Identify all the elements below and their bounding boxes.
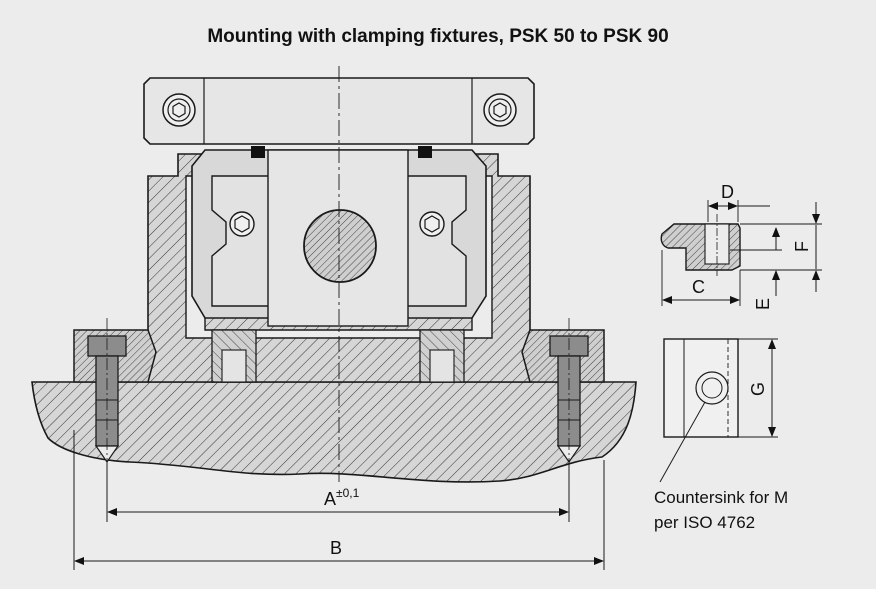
dimension-label-d: D: [721, 182, 734, 202]
countersink-outer: [695, 371, 729, 405]
socket-screw-left-icon: [229, 211, 255, 237]
note-leader-line: [659, 401, 706, 483]
dimension-label-b: B: [330, 538, 342, 558]
note-text-line2: per ISO 4762: [654, 513, 755, 532]
cover-screw-left-icon: [162, 93, 196, 127]
socket-screw-right-icon: [419, 211, 445, 237]
support-pin-left: [221, 349, 247, 383]
shaft-section: [303, 209, 377, 283]
note-text-line1: Countersink for M: [654, 488, 788, 507]
dimension-label-e: E: [753, 298, 773, 310]
dimension-label-c: C: [692, 277, 705, 297]
diagram-title: Mounting with clamping fixtures, PSK 50 …: [207, 26, 668, 47]
base-plate: [31, 381, 637, 483]
clamp-detail-top: [663, 338, 739, 438]
cover-screw-right-icon: [483, 93, 517, 127]
dimension-label-g: G: [748, 382, 768, 396]
seal-left: [251, 146, 265, 158]
top-cover-plate: [143, 77, 535, 145]
dimension-label-f: F: [792, 241, 812, 252]
rail-center-plate: [267, 149, 409, 327]
seal-right: [418, 146, 432, 158]
dimension-label-a: A±0,1: [324, 486, 360, 509]
countersink-inner: [701, 377, 723, 399]
support-pin-right: [429, 349, 455, 383]
